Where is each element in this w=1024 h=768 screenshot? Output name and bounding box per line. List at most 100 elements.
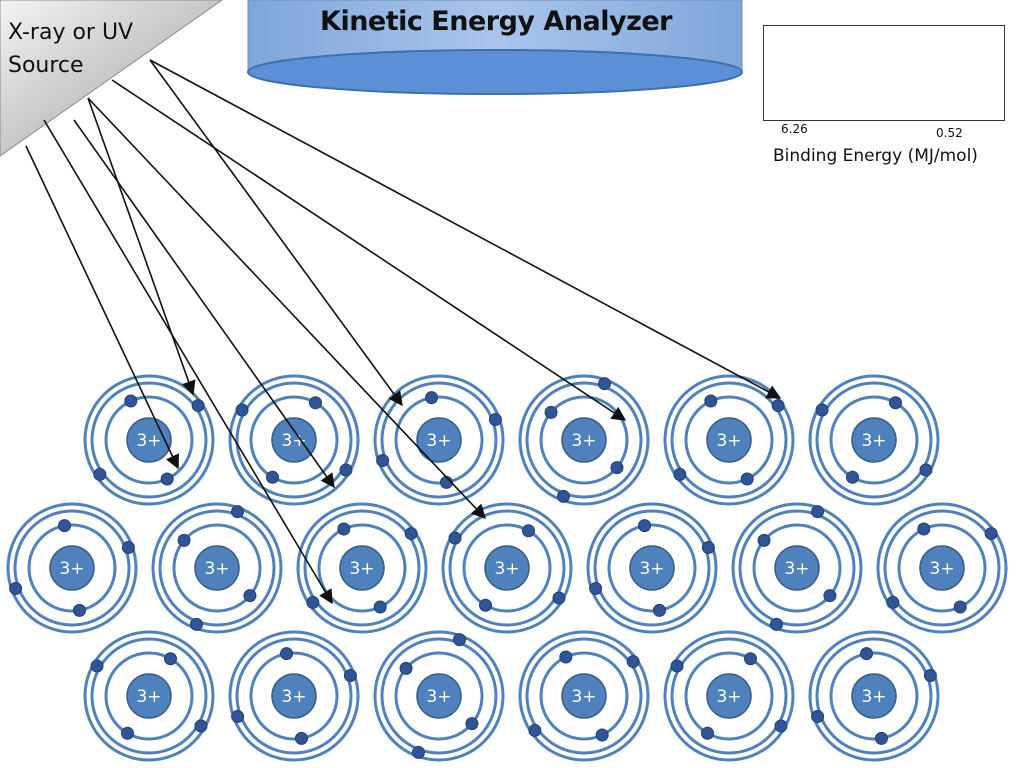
nucleus [851,673,897,719]
outer-orbit [151,502,283,634]
electron [670,659,684,673]
atom: 3+ [228,630,360,762]
outer-orbit [738,509,856,627]
electron [243,589,257,603]
electron [874,731,888,745]
source-label: X-ray or UV Source [8,16,158,82]
outer-orbit [883,509,1001,627]
electron [556,489,570,503]
atom: 3+ [441,502,573,634]
electron [231,710,245,724]
electron [704,394,718,408]
outer-orbit [670,381,788,499]
photon-arrow [149,59,403,407]
photon-arrow [25,145,179,470]
electron [160,472,174,486]
electron [399,661,413,675]
outer-orbit [158,509,276,627]
electron [673,467,687,481]
outer-orbit [228,374,360,506]
inner-orbit [27,523,117,613]
nucleus-charge-label: 3+ [571,431,596,451]
outer-orbit [441,502,573,634]
electron [72,603,86,617]
electron [191,399,205,413]
nucleus [49,545,95,591]
atom: 3+ [663,374,795,506]
source-shape [0,0,223,157]
atom: 3+ [808,630,940,762]
photon-arrow [111,79,627,421]
outer-orbit [235,637,353,755]
electron [811,710,825,724]
electron [189,617,203,631]
outer-orbit [593,509,711,627]
photon-arrow [87,97,196,396]
electron [522,524,535,538]
electron [595,728,609,742]
electron [598,377,612,391]
atom: 3+ [518,630,650,762]
electron [306,595,320,609]
inner-orbit [104,651,194,741]
outer-orbit [235,381,353,499]
outer-orbit [296,502,428,634]
electron [448,531,462,545]
atom: 3+ [518,374,650,506]
electron [917,522,931,536]
electron [811,505,825,519]
electron [860,647,874,661]
inner-orbit [829,395,919,485]
nucleus [706,673,752,719]
electron [984,527,998,541]
electron [889,396,902,410]
electron [337,522,351,536]
electron [528,723,542,737]
inner-orbit [684,651,774,741]
electron [552,591,566,605]
spectrum-plot-frame [763,25,1005,121]
electron [339,463,353,477]
electron [453,633,467,647]
electron [93,467,107,481]
electron [425,391,439,405]
electron [774,719,788,733]
nucleus [919,545,965,591]
nucleus [126,673,172,719]
electron [373,600,387,614]
atom: 3+ [83,374,215,506]
electron [231,505,245,519]
nucleus-charge-label: 3+ [784,559,809,579]
inner-orbit [104,395,194,485]
electron [121,540,135,554]
inner-orbit [684,395,774,485]
outer-orbit [586,502,718,634]
outer-orbit [525,637,643,755]
inner-orbit [897,523,987,613]
electron [90,659,104,673]
electron [757,533,771,547]
outer-orbit [518,630,650,762]
nucleus [339,545,385,591]
nucleus-charge-label: 3+ [136,431,161,451]
atom: 3+ [876,502,1008,634]
outer-orbit [808,630,940,762]
nucleus-charge-label: 3+ [494,559,519,579]
electron [923,668,937,682]
electron [740,472,754,486]
spectrum-x-axis-label: Binding Energy (MJ/mol) [773,146,978,166]
atom: 3+ [731,502,863,634]
electron [544,405,558,419]
spectrum-tick-label: 0.52 [936,126,963,140]
spectrum-tick-label: 6.26 [781,122,808,136]
inner-orbit [317,523,407,613]
analyzer-title: Kinetic Energy Analyzer [320,6,672,37]
outer-orbit [815,637,933,755]
electron [701,540,715,554]
atom-grid: 3+3+3+3+3+3+3+3+3+3+3+3+3+3+3+3+3+3+3+ [6,374,1008,762]
nucleus [194,545,240,591]
inner-orbit [394,651,484,741]
nucleus [629,545,675,591]
nucleus [416,673,462,719]
